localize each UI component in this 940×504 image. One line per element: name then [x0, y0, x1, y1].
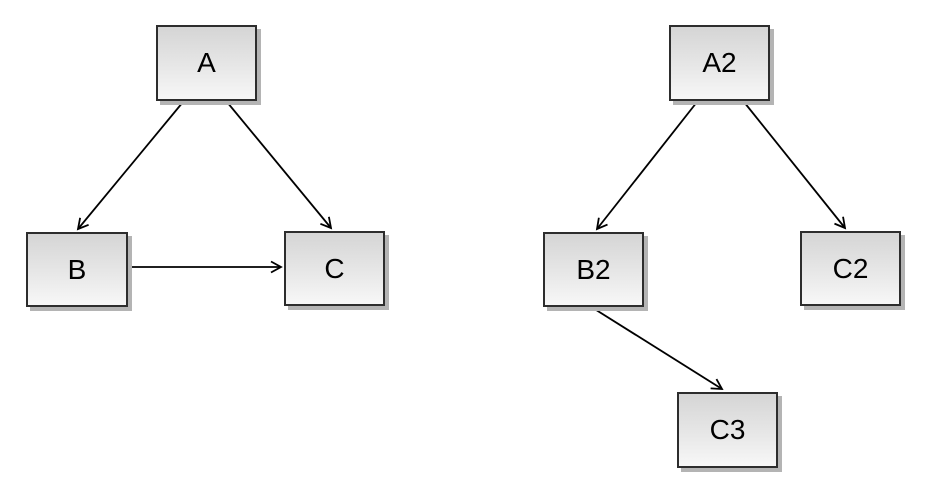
edge-A-B[interactable] — [76, 101, 184, 231]
edge-A2-C2[interactable] — [743, 101, 847, 230]
node-label: A2 — [702, 47, 737, 78]
node-label: A — [197, 47, 216, 78]
node-C3[interactable]: C3 — [677, 392, 778, 468]
edge-B2-C3[interactable] — [592, 307, 724, 390]
node-A2[interactable]: A2 — [669, 25, 770, 101]
node-label: B2 — [576, 253, 611, 285]
edges-group — [76, 101, 847, 390]
node-label: C2 — [832, 252, 869, 284]
node-B2[interactable]: B2 — [543, 232, 644, 307]
node-C2[interactable]: C2 — [800, 231, 901, 306]
node-C[interactable]: C — [284, 231, 385, 306]
node-A[interactable]: A — [156, 25, 257, 101]
node-label: C3 — [709, 414, 746, 445]
edge-A-C[interactable] — [226, 101, 333, 230]
node-B[interactable]: B — [26, 232, 128, 307]
edge-A2-B2[interactable] — [595, 101, 698, 231]
node-label: C — [324, 252, 345, 284]
node-label: B — [67, 253, 87, 285]
